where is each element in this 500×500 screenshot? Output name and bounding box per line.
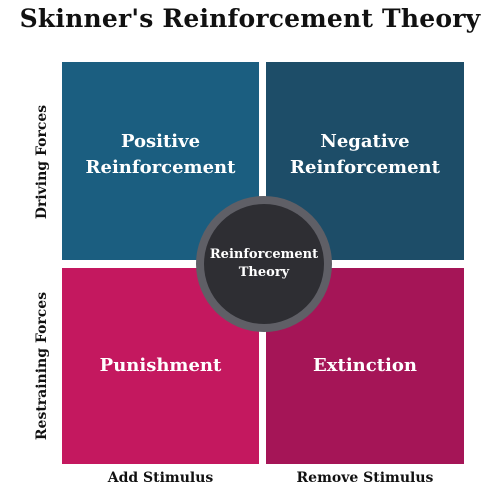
quadrant-label: Positive Reinforcement (85, 130, 236, 178)
axis-label-add-stimulus: Add Stimulus (107, 470, 214, 486)
page-title: Skinner's Reinforcement Theory (19, 4, 481, 33)
axis-label-remove-stimulus: Remove Stimulus (296, 470, 434, 486)
axis-label-restraining-forces: Restraining Forces (34, 291, 50, 441)
quadrant-negative-reinforcement: Negative Reinforcement (266, 62, 464, 260)
center-circle: Reinforcement Theory (204, 204, 324, 324)
center-label: Reinforcement Theory (209, 247, 319, 280)
quadrant-label: Extinction (313, 354, 417, 376)
axis-label-driving-forces: Driving Forces (34, 104, 50, 220)
quadrant-positive-reinforcement: Positive Reinforcement (62, 62, 259, 260)
quadrant-label: Punishment (99, 354, 222, 376)
quadrant-label: Negative Reinforcement (290, 130, 440, 178)
